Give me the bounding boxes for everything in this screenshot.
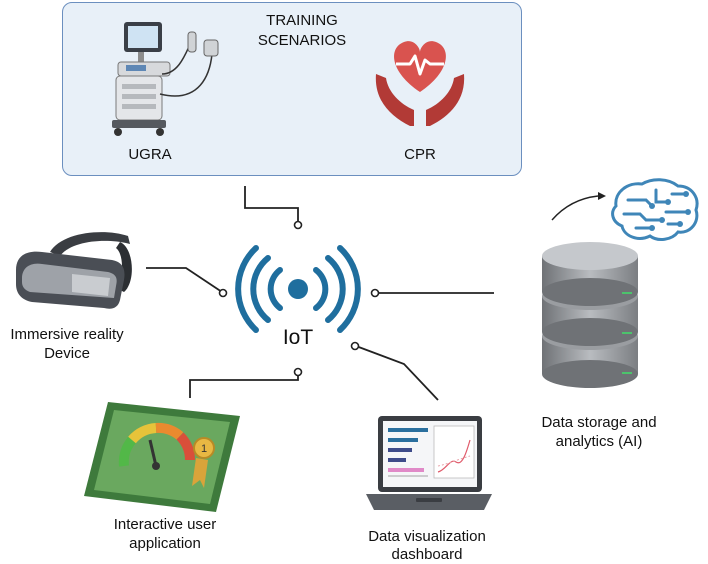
- line-training-iot: [244, 186, 299, 224]
- iot-label: IoT: [282, 326, 314, 349]
- node-vr: [218, 288, 228, 298]
- node-storage: [370, 288, 380, 298]
- vr-label-line2: Device: [44, 345, 90, 362]
- wireless-signal-icon: [235, 245, 361, 333]
- node-training: [293, 220, 303, 230]
- node-dashboard: [350, 341, 360, 351]
- app-label-line1: Interactive user: [113, 516, 217, 533]
- vr-label-line1: Immersive reality: [10, 326, 124, 343]
- badge-number: 1: [201, 443, 207, 455]
- cpr-heart-hands-icon: [375, 41, 465, 126]
- node-app: [293, 367, 303, 377]
- laptop-charts-icon: [366, 416, 492, 510]
- dashboard-label-line1: Data visualization: [368, 528, 486, 545]
- line-iot-dashboard: [355, 345, 439, 401]
- storage-label-line2: analytics (AI): [555, 433, 643, 450]
- dashboard-label-line2: dashboard: [391, 546, 463, 563]
- database-cylinder-icon: [542, 242, 638, 388]
- ultrasound-machine-icon: [112, 22, 219, 136]
- storage-label-line1: Data storage and: [541, 414, 657, 431]
- vr-headset-icon: [16, 232, 132, 309]
- training-title-line1: TRAINING: [266, 12, 338, 29]
- arrow-to-ai: [551, 195, 599, 221]
- line-vr-iot: [146, 267, 223, 293]
- app-label-line2: application: [129, 535, 201, 552]
- line-iot-app: [189, 372, 299, 398]
- ugra-label: UGRA: [128, 146, 172, 163]
- tablet-gauge-icon: 1: [84, 402, 240, 512]
- training-title-line2: SCENARIOS: [257, 32, 347, 49]
- circuit-brain-icon: [611, 178, 699, 241]
- cpr-label: CPR: [404, 146, 436, 163]
